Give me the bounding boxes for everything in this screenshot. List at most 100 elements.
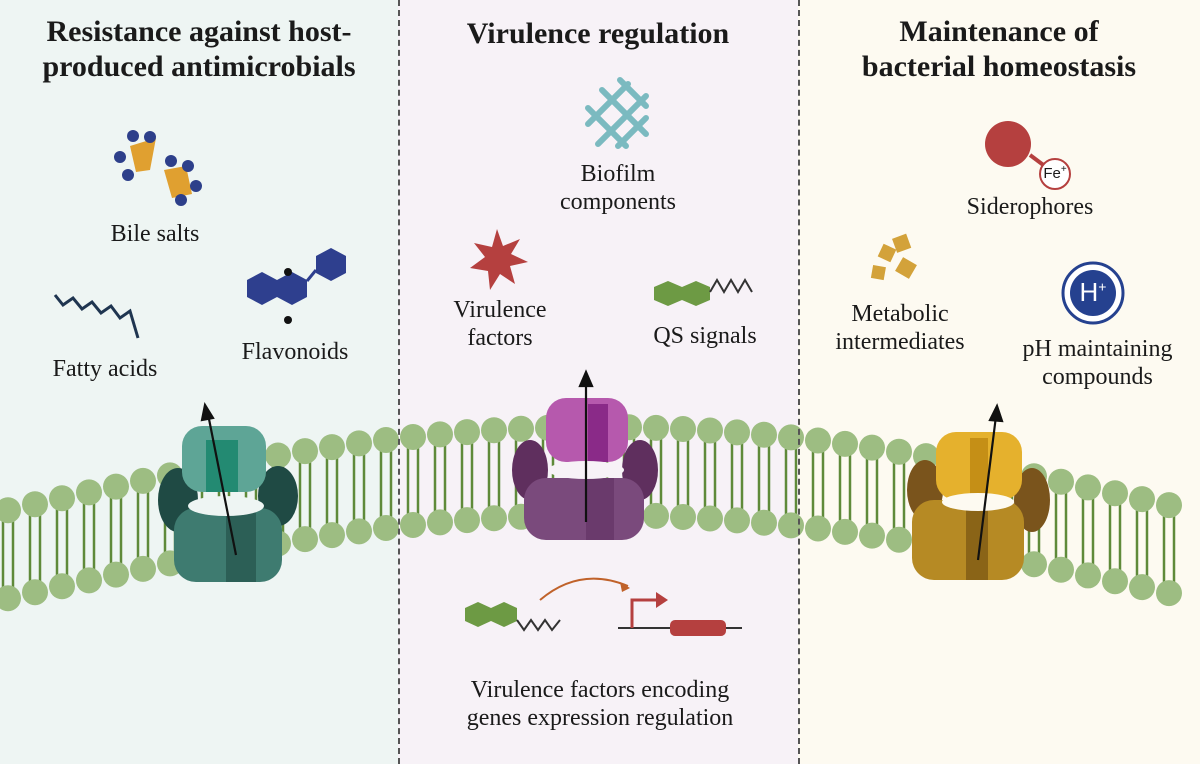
lipid-head xyxy=(49,573,75,600)
lipid-head xyxy=(1156,492,1182,519)
fe-text: Fe xyxy=(1043,165,1061,182)
fe-charge: + xyxy=(1060,164,1067,175)
lipid-head xyxy=(454,507,480,534)
lipid-head xyxy=(130,555,156,582)
lipid-head xyxy=(832,518,858,545)
lipid-head xyxy=(1102,480,1128,507)
title-line: Resistance against host- xyxy=(46,15,352,48)
efflux-pump-left xyxy=(158,426,298,582)
lipid-head xyxy=(832,430,858,457)
lipid-head xyxy=(76,479,102,506)
lipid-head xyxy=(724,507,750,534)
gene-promoter-icon xyxy=(618,592,742,636)
lipid-head xyxy=(751,509,777,536)
lipid-head xyxy=(778,512,804,539)
label-line: intermediates xyxy=(835,329,965,356)
lipid-head xyxy=(400,423,426,450)
lipid-head xyxy=(427,509,453,536)
lipid-head xyxy=(0,585,21,612)
qs-signal-icon xyxy=(654,278,753,306)
lipid-head xyxy=(1075,562,1101,589)
lipid-head xyxy=(670,503,696,530)
lipid-head xyxy=(481,505,507,532)
biofilm-icon xyxy=(585,77,649,149)
section-title-homeostasis: Maintenance of bacterial homeostasis xyxy=(798,14,1200,84)
lipid-head xyxy=(1075,474,1101,501)
lipid-head xyxy=(643,502,669,529)
lipid-head xyxy=(697,417,723,444)
lipid-head xyxy=(103,561,129,588)
lipid-head xyxy=(1129,486,1155,513)
lipid-head xyxy=(346,430,372,457)
lipid-head xyxy=(319,434,345,461)
title-line: bacterial homeostasis xyxy=(861,50,1137,84)
lipid-head xyxy=(130,467,156,494)
lipid-head xyxy=(22,491,48,518)
lipid-head xyxy=(319,522,345,549)
lipid-head xyxy=(103,473,129,500)
lipid-head xyxy=(400,511,426,538)
lipid-head xyxy=(1102,568,1128,595)
lipid-head xyxy=(805,427,831,454)
lipid-head xyxy=(778,424,804,451)
h-ion-label: H+ xyxy=(1073,277,1113,307)
qs-signal-small-icon xyxy=(465,602,561,632)
lipid-head xyxy=(76,567,102,594)
label-virulence-factors: Virulence factors xyxy=(420,296,580,352)
label-line: Metabolic xyxy=(851,301,949,327)
section-title-virulence: Virulence regulation xyxy=(466,17,730,50)
lipid-head xyxy=(49,485,75,512)
lipid-head xyxy=(751,421,777,448)
lipid-head xyxy=(427,421,453,448)
lipid-head xyxy=(886,526,912,553)
label-line: pH maintaining xyxy=(1022,336,1173,362)
flavonoids-icon xyxy=(247,248,346,324)
title-line: produced antimicrobials xyxy=(42,50,356,84)
lipid-head xyxy=(697,505,723,532)
lipid-head xyxy=(373,426,399,453)
title-line: Maintenance of xyxy=(899,15,1099,48)
virulence-factor-icon xyxy=(470,229,528,290)
label-gene-regulation: Virulence factors encoding genes express… xyxy=(430,676,770,732)
metabolic-intermediates-icon xyxy=(870,233,917,281)
lipid-head xyxy=(292,438,318,465)
fatty-acid-chain-icon xyxy=(53,294,140,339)
label-line: components xyxy=(560,189,676,216)
lipid-head xyxy=(805,515,831,542)
lipid-head xyxy=(643,414,669,441)
label-biofilm-components: Biofilm components xyxy=(528,160,708,216)
label-bile-salts: Bile salts xyxy=(110,221,200,247)
panel-resistance xyxy=(0,0,398,764)
lipid-head xyxy=(670,415,696,442)
lipid-head xyxy=(22,579,48,606)
label-metabolic-intermediates: Metabolic intermediates xyxy=(815,300,985,356)
lipid-head xyxy=(481,417,507,444)
section-title-resistance: Resistance against host- produced antimi… xyxy=(0,14,398,84)
lipid-head xyxy=(859,434,885,461)
lipid-head xyxy=(454,419,480,446)
lipid-head xyxy=(1156,580,1182,607)
lipid-head xyxy=(859,522,885,549)
label-flavonoids: Flavonoids xyxy=(241,339,349,365)
lipid-head xyxy=(1021,551,1047,578)
fe-ion-label: Fe+ xyxy=(1040,164,1070,183)
h-text: H xyxy=(1079,277,1099,307)
label-ph-compounds: pH maintaining compounds xyxy=(1000,335,1195,391)
label-line: genes expression regulation xyxy=(466,705,734,732)
lipid-head xyxy=(292,526,318,553)
lipid-head xyxy=(1129,574,1155,601)
lipid-head xyxy=(1048,556,1074,583)
regulation-arrow xyxy=(539,577,629,601)
label-line: compounds xyxy=(1042,364,1153,391)
lipid-head xyxy=(373,514,399,541)
export-arrows xyxy=(200,369,1004,561)
divider-right xyxy=(798,0,800,764)
label-qs-signals: QS signals xyxy=(653,323,757,349)
ph-proton-icon xyxy=(1061,261,1125,325)
label-siderophores: Siderophores xyxy=(966,194,1094,220)
label-fatty-acids: Fatty acids xyxy=(52,356,158,382)
lipid-head xyxy=(265,442,291,469)
h-charge: + xyxy=(1098,278,1107,295)
label-line: Biofilm xyxy=(580,161,656,187)
